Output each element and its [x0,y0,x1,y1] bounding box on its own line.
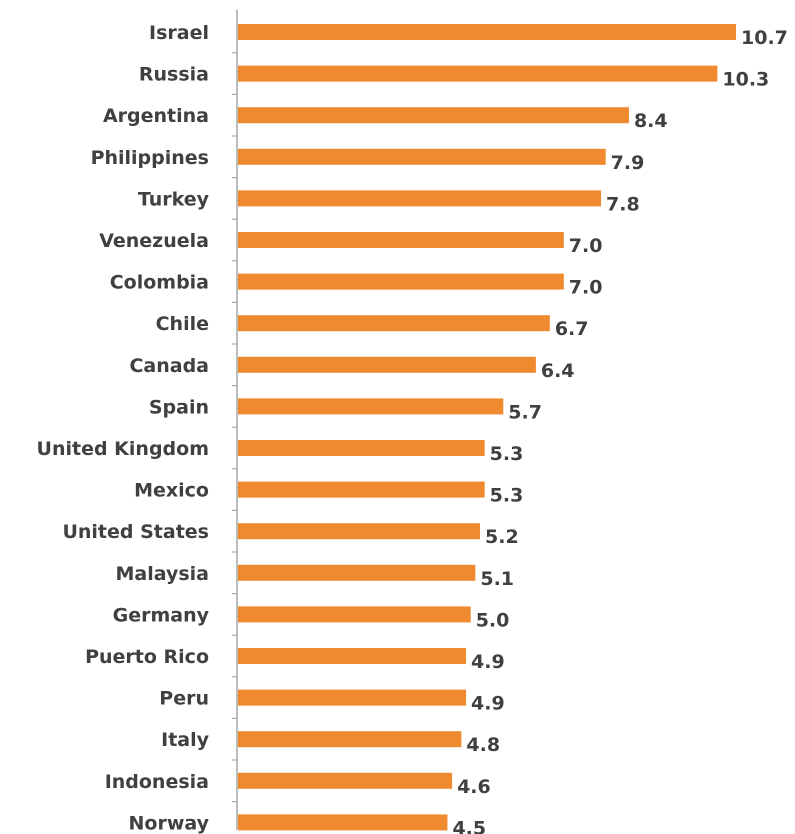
data-label: 10.3 [722,69,769,91]
bar [238,689,467,706]
bar [238,523,481,540]
category-label: Venezuela [99,230,209,252]
bar [238,398,504,415]
bar [238,606,471,623]
bar [238,481,485,498]
category-label: Germany [113,604,210,626]
category-label: Turkey [138,188,210,210]
data-label: 4.9 [471,693,505,715]
bar [238,772,453,789]
bar [238,148,606,165]
category-label: Spain [149,396,209,418]
category-label: Norway [129,812,210,834]
category-label: Malaysia [115,563,209,585]
bar [238,273,564,290]
data-label: 5.1 [480,568,514,590]
data-label: 5.2 [485,526,519,548]
data-label: 5.3 [490,443,524,465]
category-label: Italy [161,729,209,751]
category-label: Philippines [91,147,209,169]
data-label: 6.7 [555,318,589,340]
y-axis-group [232,10,238,830]
data-label: 4.5 [452,817,486,834]
bar [238,814,448,831]
bar [238,315,550,332]
data-label: 4.8 [466,734,500,756]
data-label: 4.6 [457,776,491,798]
category-label: Indonesia [105,771,209,793]
bar [238,356,536,373]
data-label: 5.0 [476,609,510,631]
category-label: Peru [159,688,209,710]
bar [238,648,467,664]
data-label: 7.9 [611,152,645,174]
category-label: Colombia [110,272,209,294]
category-label: United Kingdom [37,438,209,460]
category-label: Russia [139,64,209,86]
category-labels-group: IsraelRussiaArgentinaPhilippinesTurkeyVe… [37,22,210,834]
bar [238,190,602,207]
data-label: 7.0 [569,235,603,257]
bar [238,232,564,248]
data-label: 4.9 [471,651,505,673]
bar [238,731,462,748]
category-label: United States [62,521,209,543]
category-label: Argentina [103,105,209,127]
bar [238,107,629,124]
data-label: 5.3 [490,485,524,507]
category-label: Mexico [134,480,209,502]
category-label: Canada [129,355,209,377]
bar [238,564,476,581]
data-label: 10.7 [741,27,788,49]
data-label: 6.4 [541,360,575,382]
bar [238,65,718,82]
value-labels-group: 10.710.38.47.97.87.07.06.76.45.75.35.35.… [452,27,787,834]
bar [238,24,736,40]
bars-group [238,24,736,831]
bar [238,440,485,456]
data-label: 8.4 [634,110,668,132]
category-label: Israel [149,22,209,44]
data-label: 5.7 [508,401,542,423]
data-label: 7.8 [606,193,640,215]
category-label: Chile [156,313,209,335]
category-label: Puerto Rico [85,646,209,668]
data-label: 7.0 [569,277,603,299]
